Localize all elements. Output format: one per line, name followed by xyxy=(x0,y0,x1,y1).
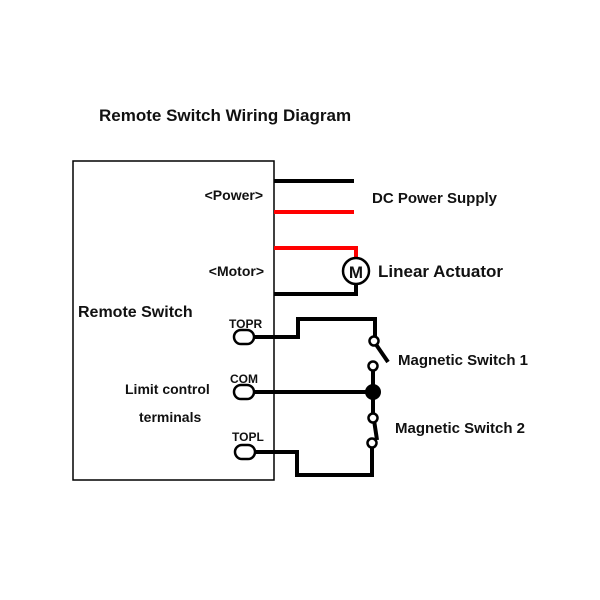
terminal-com-label: COM xyxy=(230,372,258,386)
terminals-label: terminals xyxy=(139,409,201,425)
terminal-topl-icon xyxy=(233,443,257,461)
limit-control-label: Limit control xyxy=(125,381,210,397)
remote-switch-box xyxy=(72,160,275,481)
terminal-topl-label: TOPL xyxy=(232,430,264,444)
magnetic-switch-2-icon xyxy=(366,412,379,449)
motor-icon: M xyxy=(341,256,371,286)
magnetic-switch-1-icon xyxy=(367,335,390,372)
power-port-label: <Power> xyxy=(205,187,263,203)
magnetic-switch-2-label: Magnetic Switch 2 xyxy=(395,420,525,437)
motor-port-label: <Motor> xyxy=(209,263,264,279)
terminal-com-icon xyxy=(232,383,256,401)
topr-wire xyxy=(254,317,377,339)
terminal-topr-icon xyxy=(232,328,256,346)
topl-wire xyxy=(255,448,374,477)
remote-switch-label: Remote Switch xyxy=(78,304,193,321)
dc-power-supply-label: DC Power Supply xyxy=(372,190,498,207)
terminal-topr-label: TOPR xyxy=(229,317,262,331)
linear-actuator-label: Linear Actuator xyxy=(378,262,503,281)
motor-wire-black xyxy=(274,284,358,296)
motor-wire-red xyxy=(274,246,358,258)
junction-node-icon xyxy=(365,384,381,400)
magnetic-switch-1-label: Magnetic Switch 1 xyxy=(398,352,528,369)
diagram-title: Remote Switch Wiring Diagram xyxy=(99,106,351,125)
motor-symbol: M xyxy=(349,263,363,282)
